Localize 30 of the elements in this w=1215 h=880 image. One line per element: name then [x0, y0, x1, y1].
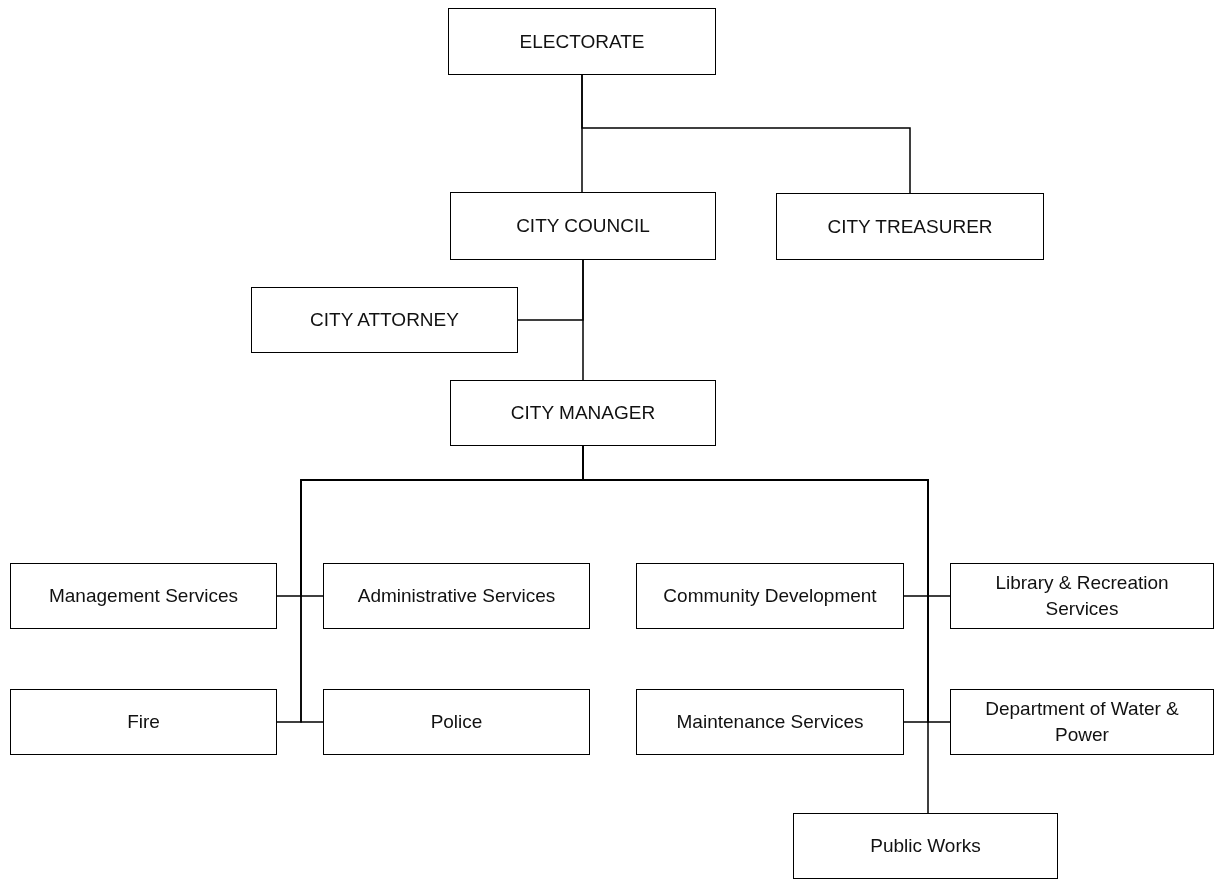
unit-name: CITY COUNCIL: [516, 214, 650, 239]
connector-line: [581, 74, 911, 194]
unit-name: Maintenance Services: [676, 710, 864, 735]
org-box: [950, 563, 1214, 629]
unit-name: CITY ATTORNEY: [310, 308, 459, 333]
org-box: [10, 563, 277, 629]
org-box: [323, 563, 590, 629]
unit-name: Public Works: [870, 834, 981, 859]
unit-name: Community Development: [663, 584, 877, 609]
org-box: [636, 689, 904, 755]
unit-name: CITY MANAGER: [510, 401, 656, 426]
unit-name: Management Services: [48, 584, 238, 609]
unit-name: Department of Water & Power: [984, 697, 1180, 747]
org-box: [793, 813, 1058, 879]
unit-name: Fire: [127, 710, 160, 735]
org-box: [950, 689, 1214, 755]
org-box: [776, 193, 1044, 260]
connector-line: [582, 259, 584, 381]
unit-name: ELECTORATE: [519, 29, 645, 54]
org-box: [450, 380, 716, 446]
unit-name: Police: [430, 710, 483, 735]
unit-name: CITY TREASURER: [827, 214, 993, 239]
unit-name: Library & Recreation Services: [994, 571, 1170, 621]
org-box: [323, 689, 590, 755]
org-box: [450, 192, 716, 260]
unit-name: Administrative Services: [357, 584, 556, 609]
org-box: [10, 689, 277, 755]
org-box: [448, 8, 716, 75]
org-box: [251, 287, 518, 353]
org-box: [636, 563, 904, 629]
